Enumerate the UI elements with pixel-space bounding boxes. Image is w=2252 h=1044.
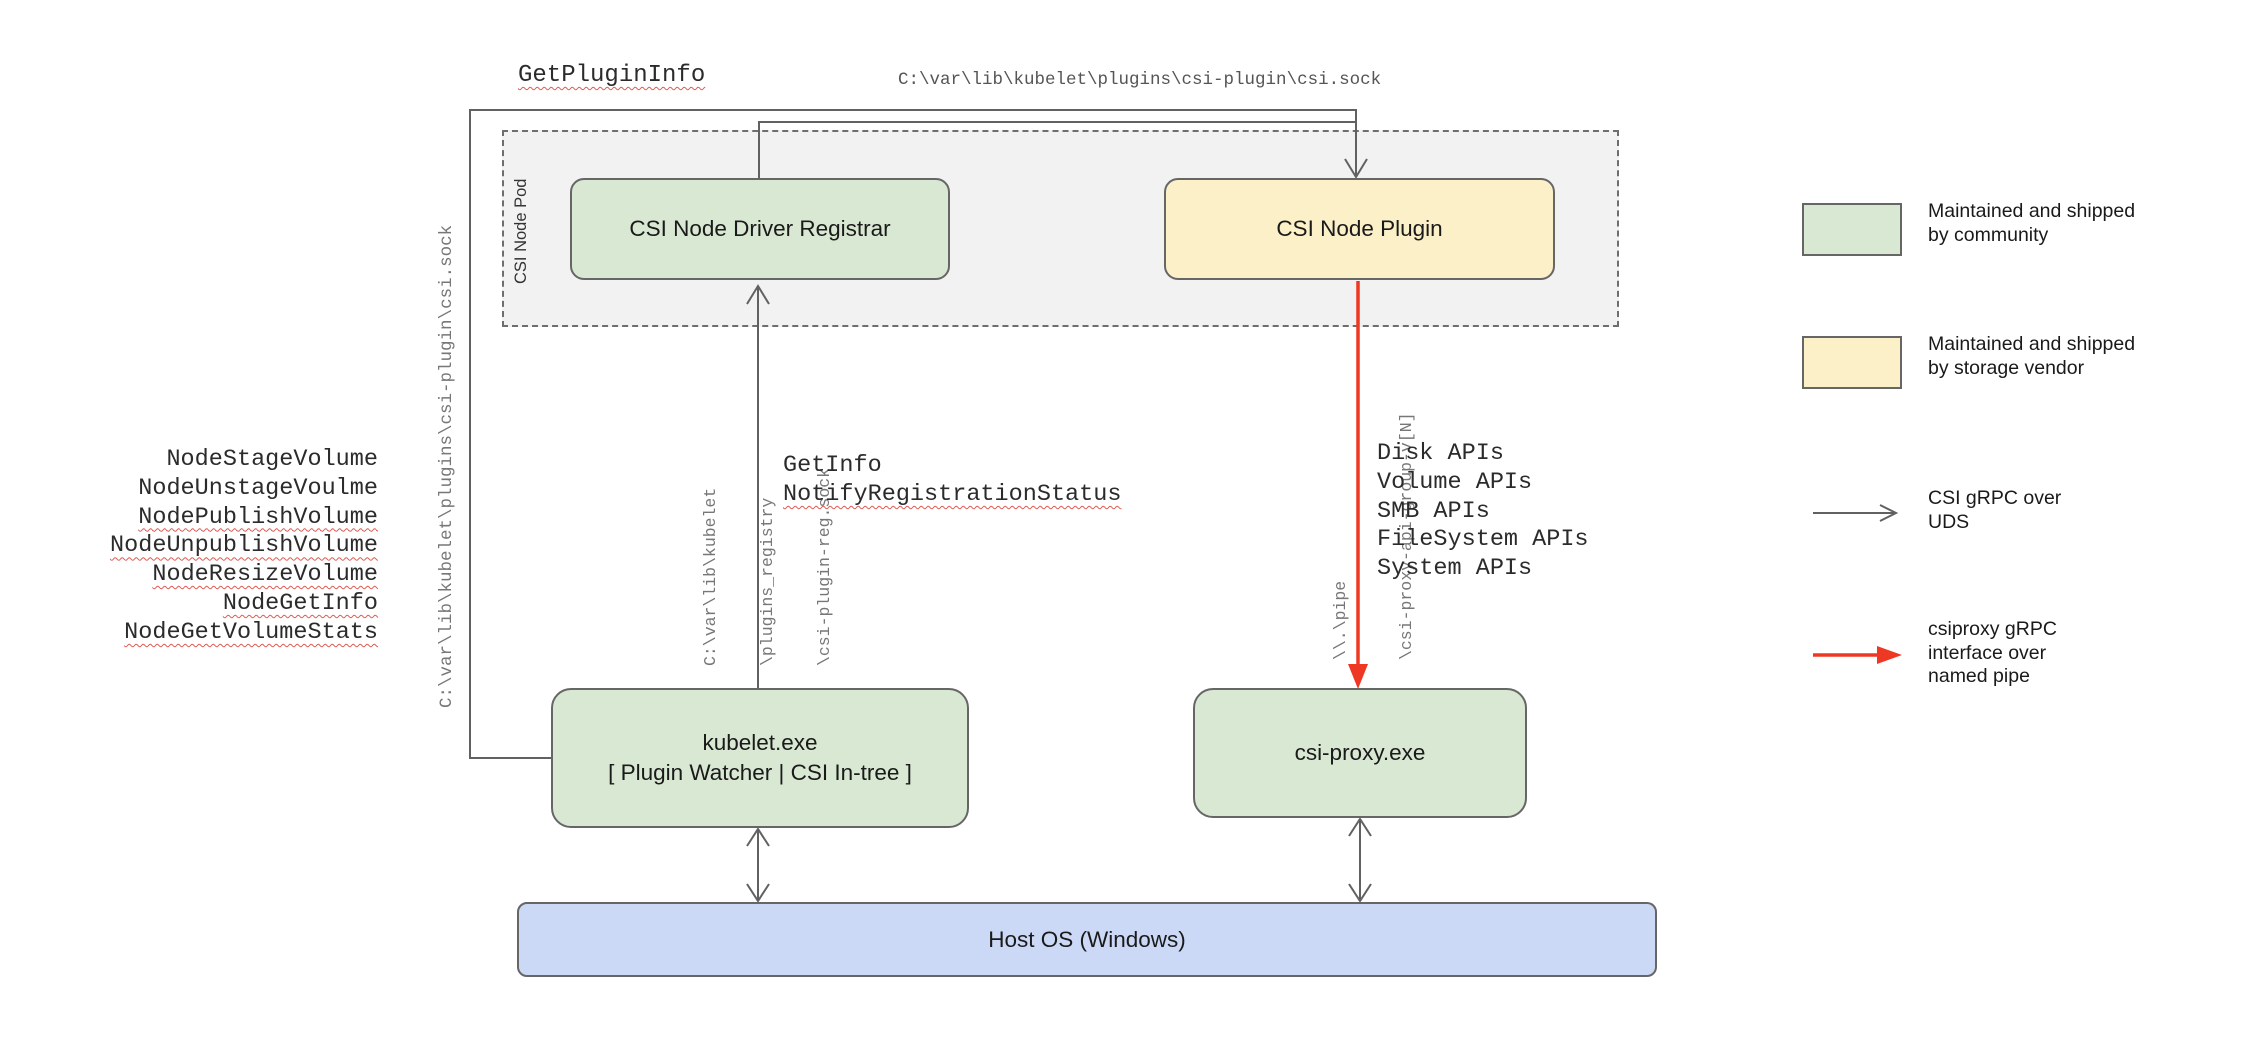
host-os-label: Host OS (Windows) bbox=[988, 926, 1186, 952]
proxy-api-list: Disk APIs Volume APIs SMB APIs FileSyste… bbox=[1377, 440, 1589, 584]
label-get-plugin-info: GetPluginInfo bbox=[518, 62, 706, 89]
csi-proxy-box: csi-proxy.exe bbox=[1193, 688, 1527, 818]
csi-node-pod-label: CSI Node Pod bbox=[512, 178, 530, 284]
arrowhead-csiproxy-host-down bbox=[1348, 883, 1372, 903]
arrowhead-kubelet-host-up bbox=[746, 827, 770, 847]
host-os-box: Host OS (Windows) bbox=[517, 902, 1657, 977]
legend-swatch-vendor bbox=[1802, 336, 1902, 389]
legend-vendor-label: Maintained and shipped by storage vendor bbox=[1928, 333, 2136, 379]
legend-named-pipe-label: csiproxy gRPC interface over named pipe bbox=[1928, 618, 2057, 687]
node-api-list: NodeStageVolume NodeUnstageVoulme NodePu… bbox=[78, 446, 378, 648]
proxy-api-item: Disk APIs bbox=[1377, 440, 1504, 467]
proxy-api-item: System APIs bbox=[1377, 555, 1533, 583]
node-api-item: NodeGetInfo bbox=[222, 589, 378, 617]
legend-community-label: Maintained and shipped by community bbox=[1928, 200, 2136, 246]
csi-proxy-label: csi-proxy.exe bbox=[1294, 740, 1426, 765]
node-api-item: NodeUnstageVoulme bbox=[138, 474, 378, 502]
legend-red-arrowhead bbox=[1877, 646, 1902, 664]
legend-gray-arrowhead bbox=[1879, 504, 1899, 522]
kubelet-box: kubelet.exe [ Plugin Watcher | CSI In-tr… bbox=[551, 688, 969, 828]
proxy-api-item: Volume APIs bbox=[1377, 468, 1533, 496]
csi-node-driver-registrar-box: CSI Node Driver Registrar bbox=[570, 178, 950, 280]
proxy-api-item: SMB APIs bbox=[1377, 497, 1490, 525]
label-csi-sock-path-top: C:\var\lib\kubelet\plugins\csi-plugin\cs… bbox=[898, 70, 1382, 90]
registration-calls-label: GetInfo NotifyRegistrationStatus bbox=[783, 451, 1121, 509]
node-api-item: NodeGetVolumeStats bbox=[124, 618, 378, 646]
kubelet-label-line2: [ Plugin Watcher | CSI In-tree ] bbox=[608, 760, 912, 785]
label-csi-sock-path-left: C:\var\lib\kubelet\plugins\csi-plugin\cs… bbox=[437, 224, 457, 708]
csi-node-plugin-label: CSI Node Plugin bbox=[1276, 216, 1443, 241]
label-notify-registration-status: NotifyRegistrationStatus bbox=[783, 481, 1122, 508]
node-api-item: NodeUnpublishVolume bbox=[110, 532, 378, 560]
proxy-api-item: FileSystem APIs bbox=[1377, 526, 1589, 554]
arrowhead-kubelet-host-down bbox=[746, 883, 770, 903]
csi-node-plugin-box: CSI Node Plugin bbox=[1164, 178, 1555, 280]
legend-uds-label: CSI gRPC over UDS bbox=[1928, 487, 2062, 533]
csi-node-driver-registrar-label: CSI Node Driver Registrar bbox=[629, 216, 891, 241]
node-api-item: NodePublishVolume bbox=[138, 503, 378, 531]
kubelet-label-line1: kubelet.exe bbox=[702, 730, 818, 755]
arrowhead-csiproxy-host-up bbox=[1348, 817, 1372, 837]
legend-swatch-community bbox=[1802, 203, 1902, 256]
node-api-item: NodeStageVolume bbox=[166, 446, 378, 473]
arrowhead-into-csiproxy bbox=[1348, 664, 1368, 689]
label-get-info: GetInfo bbox=[783, 452, 882, 479]
node-api-item: NodeResizeVolume bbox=[152, 561, 378, 589]
